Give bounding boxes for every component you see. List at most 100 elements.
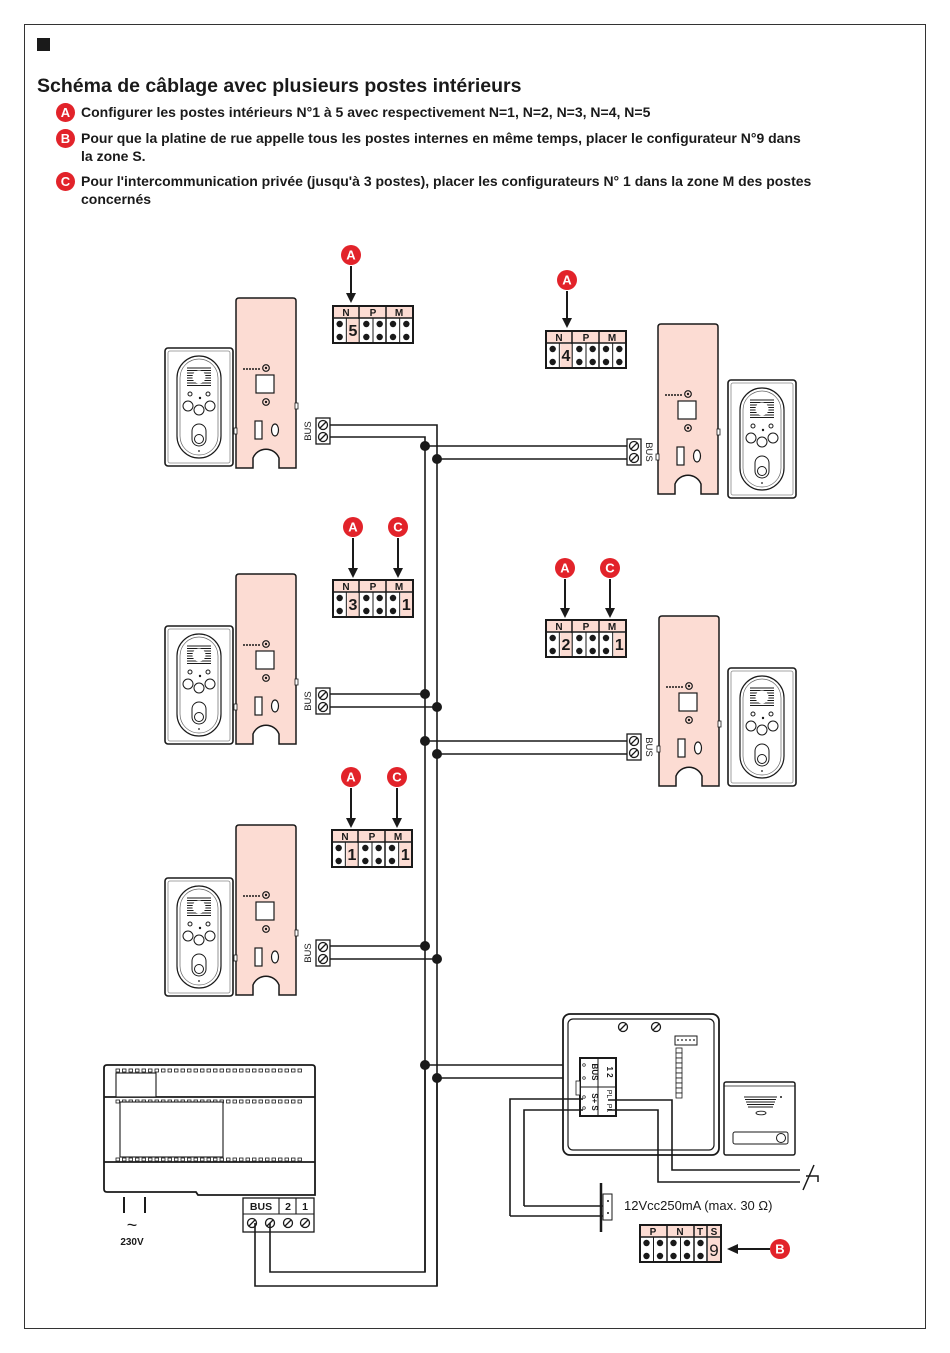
badge-a: A — [343, 517, 363, 537]
config-value-n: 4 — [562, 348, 571, 365]
config-pin — [389, 320, 397, 328]
badge-label: B — [775, 1242, 784, 1257]
pl-wire — [608, 1109, 800, 1183]
config-pin — [602, 634, 610, 642]
badge-circle — [341, 245, 361, 265]
vent-slot — [245, 1157, 250, 1162]
config-header-m: M — [395, 308, 403, 319]
pin-row — [252, 368, 254, 370]
config-pin — [602, 358, 610, 366]
config-pin — [576, 358, 583, 366]
bracket-slot-oval — [270, 423, 280, 437]
module-terminal-bus: BUS — [590, 1064, 599, 1082]
name-tag — [732, 1131, 789, 1145]
config-pin — [403, 333, 410, 341]
vent-slot — [200, 1068, 205, 1073]
config-pin — [656, 1239, 664, 1247]
config-pin — [375, 857, 382, 865]
vent-slot — [284, 1099, 289, 1104]
bracket-slot — [676, 446, 685, 466]
handset-button — [182, 400, 194, 412]
config-pin — [589, 358, 596, 366]
config-pin — [549, 358, 556, 366]
badge-label: A — [346, 770, 356, 785]
bracket-slot-oval — [270, 699, 280, 713]
bracket-slot — [677, 738, 686, 758]
bus-label: BUS — [643, 442, 654, 462]
vent-slot — [180, 1157, 185, 1162]
note-b-text: Pour que la platine de rue appelle tous … — [81, 130, 801, 164]
lock-body — [602, 1193, 613, 1221]
junction-dot — [432, 954, 442, 964]
config-pin — [389, 607, 397, 615]
config-header-m: M — [394, 832, 402, 843]
config-header-n: N — [342, 582, 349, 593]
pin-row — [665, 394, 667, 396]
junction-dot — [420, 689, 430, 699]
config-pin — [683, 1239, 691, 1247]
config-jumper-s — [708, 1238, 720, 1261]
vent-slot — [141, 1068, 146, 1073]
config-pin — [670, 1239, 677, 1247]
config-jumper-n — [560, 633, 572, 656]
vent-slot — [206, 1068, 211, 1073]
vent-slot — [226, 1099, 231, 1104]
config-pin — [602, 647, 610, 655]
lock-spec-label: 12Vcc250mA (max. 30 Ω) — [624, 1198, 772, 1213]
config-pin — [389, 333, 397, 341]
led-icon — [187, 669, 193, 675]
config-header-m: M — [608, 622, 616, 633]
vent-slot — [213, 1157, 218, 1162]
config-header: P — [650, 1227, 657, 1238]
handset-button — [767, 432, 779, 444]
config-header: S — [711, 1227, 718, 1238]
arrow-down-icon — [605, 579, 615, 618]
bracket-window — [255, 374, 275, 394]
config-pin — [376, 320, 383, 328]
vent-slot — [232, 1099, 237, 1104]
handset-button — [204, 400, 216, 412]
badge-circle — [555, 558, 575, 578]
vent-slot — [232, 1157, 237, 1162]
bus-terminal: BUS — [303, 687, 331, 715]
led-strip — [675, 1052, 683, 1059]
page-title: Schéma de câblage avec plusieurs postes … — [37, 75, 522, 97]
electric-lock-icon: 12Vcc250mA (max. 30 Ω) — [599, 1183, 772, 1232]
config-header-m: M — [395, 582, 403, 593]
pin-row — [246, 895, 248, 897]
vent-slot — [291, 1068, 296, 1073]
bracket-slot-oval — [270, 950, 280, 964]
screw-hole-icon — [685, 682, 693, 690]
handset-button — [182, 678, 194, 690]
pin-row — [243, 368, 245, 370]
config-pin — [549, 647, 556, 655]
config-pin — [602, 345, 610, 353]
vent-slot — [226, 1068, 231, 1073]
led-icon — [205, 391, 211, 397]
screw-slot — [319, 703, 327, 711]
config-jumper-n — [346, 843, 358, 866]
bracket-window — [255, 650, 275, 670]
ground-symbol-icon — [802, 1164, 819, 1191]
call-button — [776, 1133, 786, 1143]
config-jumper-n — [560, 344, 572, 367]
handset-button — [745, 720, 757, 732]
pin-row — [258, 644, 260, 646]
screw-slot — [319, 433, 327, 441]
wall-bracket — [233, 573, 299, 745]
config-header: N — [676, 1227, 683, 1238]
screw-hole-icon — [262, 925, 270, 933]
pin-row — [675, 686, 677, 688]
badge-circle — [343, 517, 363, 537]
vent-slot — [161, 1068, 166, 1073]
screw-hole-icon — [262, 398, 270, 406]
led-strip — [675, 1082, 683, 1089]
badge-circle — [388, 517, 408, 537]
config-pin — [589, 345, 596, 353]
config-value-s: 9 — [709, 1241, 718, 1260]
led-strip — [675, 1077, 683, 1084]
vent-slot — [271, 1157, 276, 1162]
mains-voltage-label: 230V — [120, 1237, 144, 1248]
